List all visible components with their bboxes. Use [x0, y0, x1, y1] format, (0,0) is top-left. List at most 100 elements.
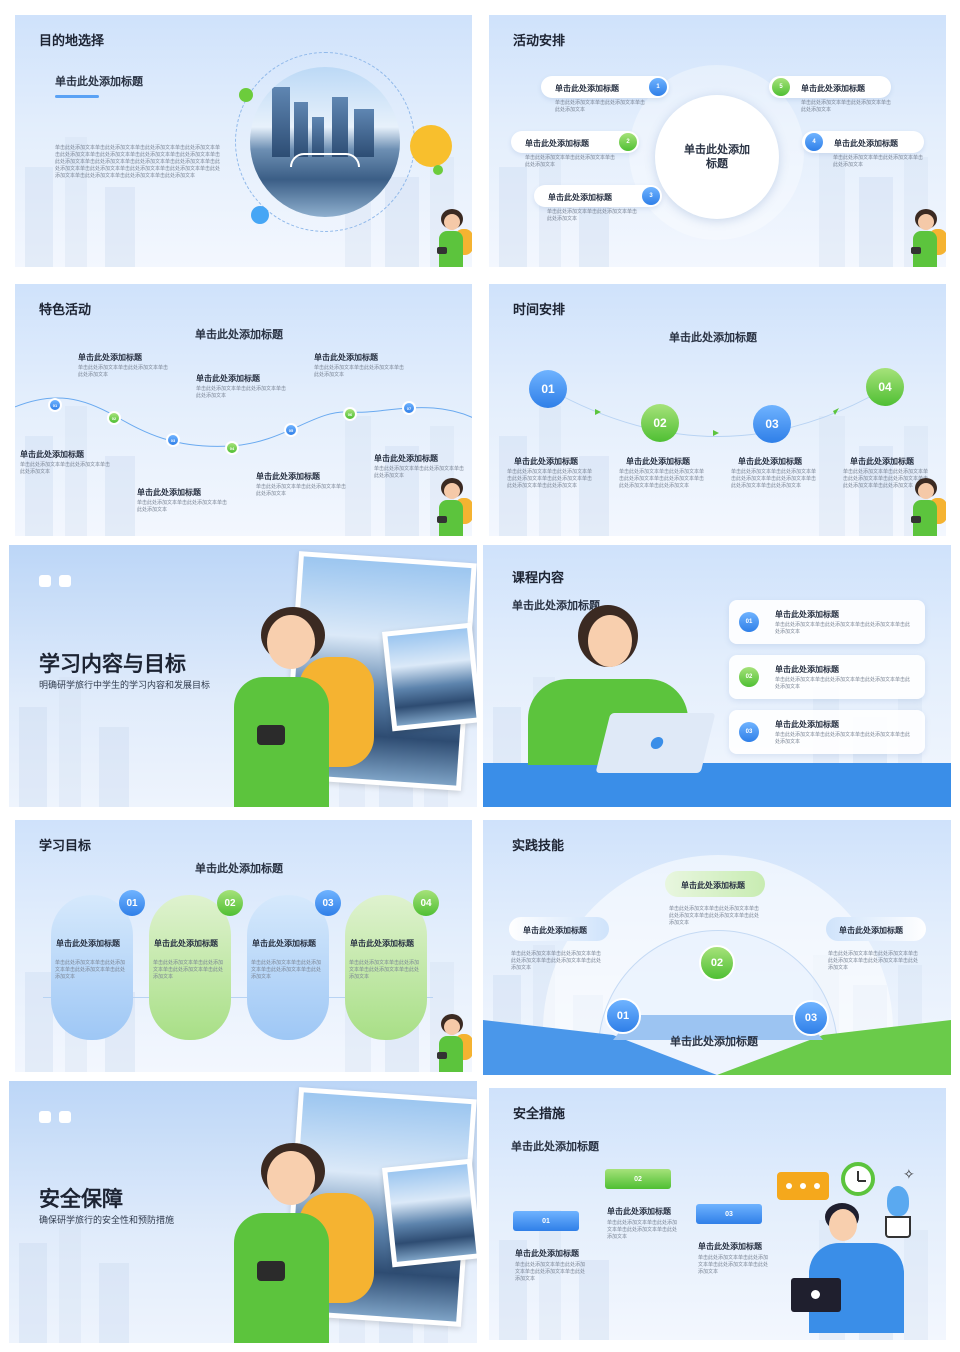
node-02: 02	[107, 411, 121, 425]
green-dot-small	[433, 165, 443, 175]
item-3-pill[interactable]: 单击此处添加标题	[534, 185, 662, 207]
course-card-1[interactable]: 01 单击此处添加标题 单击此处添加文本单击此处添加文本单击此处添加文本单击此处…	[729, 600, 925, 644]
goal-number-03: 03	[315, 890, 341, 916]
student-mascot	[907, 209, 946, 267]
deco-square	[39, 1111, 51, 1123]
slide-title: 实践技能	[512, 838, 565, 853]
clock-icon	[841, 1162, 875, 1196]
item-bottom-2-title: 单击此处添加标题	[137, 488, 201, 497]
slide-cover-safety[interactable]: 安全保障 确保研学旅行的安全性和预防措施	[9, 1081, 477, 1343]
skill-bottom-title: 单击此处添加标题	[670, 1036, 758, 1048]
skill-number-03: 03	[793, 1000, 829, 1036]
goal-3-text: 单击此处添加文本单击此处添加文本单击此处添加文本单击此处添加文本	[251, 960, 322, 980]
skill-top-text: 单击此处添加文本单击此处添加文本单击此处添加文本单击此处添加文本单击此处添加文本	[669, 906, 760, 926]
laptop-icon	[791, 1278, 841, 1312]
student-illustration	[219, 607, 379, 807]
slide-featured-activities[interactable]: 特色活动 单击此处添加标题 01 02 03 04 05 06 07 单击此处添…	[15, 284, 472, 536]
goal-number-04: 04	[413, 890, 439, 916]
heading-underline	[55, 95, 99, 98]
goal-4-text: 单击此处添加文本单击此处添加文本单击此处添加文本单击此处添加文本	[349, 960, 420, 980]
slide-title: 学习目标	[39, 838, 92, 853]
step-1-title: 单击此处添加标题	[514, 457, 578, 466]
student-mascot	[907, 478, 946, 536]
item-bottom-3-text: 单击此处添加文本单击此处添加文本单击此处添加文本	[256, 484, 347, 497]
goal-capsule-4[interactable]	[345, 895, 427, 1040]
item-4-text: 单击此处添加文本单击此处添加文本单击此处添加文本	[833, 155, 924, 168]
desk	[483, 763, 951, 807]
slide-learning-goals[interactable]: 学习目标 单击此处添加标题 01 02 03 04 单击此处添加标题 单击此处添…	[15, 820, 472, 1072]
blue-dot	[251, 206, 269, 224]
arc-path	[548, 388, 885, 437]
slide-course-content[interactable]: 课程内容 单击此处添加标题 01 单击此处添加标题 单击此处添加文本单击此处添加…	[483, 545, 951, 807]
item-3-number: 3	[642, 187, 660, 205]
slide-title: 目的地选择	[39, 33, 105, 48]
goal-capsule-2[interactable]	[149, 895, 231, 1040]
node-06: 06	[343, 407, 357, 421]
step-01: 01	[529, 370, 567, 408]
center-circle: 单击此处添加标题	[655, 95, 779, 219]
body-text: 单击此处添加文本单击此处添加文本单击此处添加文本单击此处添加文本单击此处添加文本…	[55, 145, 221, 179]
student-illustration	[219, 1143, 379, 1343]
skill-pill-top[interactable]	[665, 871, 765, 897]
item-bottom-3-title: 单击此处添加标题	[256, 472, 320, 481]
course-card-2[interactable]: 02 单击此处添加标题 单击此处添加文本单击此处添加文本单击此处添加文本单击此处…	[729, 655, 925, 699]
slide-time-schedule[interactable]: 时间安排 单击此处添加标题 01 02 03 04 单击此处添加标题 单击此处添…	[489, 284, 946, 536]
goal-2-text: 单击此处添加文本单击此处添加文本单击此处添加文本单击此处添加文本	[153, 960, 224, 980]
connector-line	[43, 997, 433, 998]
step-2-text: 单击此处添加文本单击此处添加文本单击此处添加文本单击此处添加文本单击此处添加文本…	[619, 469, 705, 489]
goal-1-title: 单击此处添加标题	[56, 939, 120, 948]
slide-heading: 单击此处添加标题	[669, 332, 757, 344]
sparkle-icon: ✧	[903, 1166, 915, 1182]
slide-cover-learning[interactable]: 学习内容与目标 明确研学旅行中学生的学习内容和发展目标	[9, 545, 477, 807]
item-5-number: 5	[772, 78, 790, 96]
measure-1-text: 单击此处添加文本单击此处添加文本单击此处添加文本单击此处添加文本	[515, 1262, 586, 1282]
skill-left-title: 单击此处添加标题	[523, 926, 587, 935]
deco-square	[39, 575, 51, 587]
chat-bubble-icon	[777, 1172, 829, 1200]
skill-number-01: 01	[605, 998, 641, 1034]
item-4-pill[interactable]: 单击此处添加标题	[802, 131, 924, 153]
cover-subtitle: 明确研学旅行中学生的学习内容和发展目标	[39, 680, 211, 690]
item-2-text: 单击此处添加文本单击此处添加文本单击此处添加文本	[525, 155, 616, 168]
step-04: 04	[866, 368, 904, 406]
goal-capsule-3[interactable]	[247, 895, 329, 1040]
measure-box-03: 03	[696, 1204, 762, 1224]
node-03: 03	[166, 433, 180, 447]
cover-title: 学习内容与目标	[39, 653, 186, 676]
node-01: 01	[48, 398, 62, 412]
center-title: 单击此处添加标题	[684, 144, 750, 170]
slide-practical-skills[interactable]: 实践技能 单击此处添加标题 单击此处添加文本单击此处添加文本单击此处添加文本单击…	[483, 820, 951, 1075]
goal-capsule-1[interactable]	[51, 895, 133, 1040]
measure-1-title: 单击此处添加标题	[515, 1249, 579, 1258]
item-top-3-text: 单击此处添加文本单击此处添加文本单击此处添加文本	[314, 365, 405, 378]
skill-right-text: 单击此处添加文本单击此处添加文本单击此处添加文本单击此处添加文本单击此处添加文本	[828, 951, 919, 971]
city-photo	[250, 67, 400, 217]
item-2-pill[interactable]: 单击此处添加标题	[511, 131, 639, 153]
step-1-text: 单击此处添加文本单击此处添加文本单击此处添加文本单击此处添加文本单击此处添加文本…	[507, 469, 593, 489]
item-1-text: 单击此处添加文本单击此处添加文本单击此处添加文本	[555, 100, 646, 113]
slide-destination[interactable]: 目的地选择 单击此处添加标题 单击此处添加文本单击此处添加文本单击此处添加文本单…	[15, 15, 472, 267]
item-bottom-4-text: 单击此处添加文本单击此处添加文本单击此处添加文本	[374, 466, 465, 479]
skyline-bg	[489, 396, 946, 536]
deco-square	[59, 575, 71, 587]
plant-icon	[881, 1186, 915, 1242]
slide-activity-schedule[interactable]: 活动安排 单击此处添加标题 单击此处添加标题 1 单击此处添加文本单击此处添加文…	[489, 15, 946, 267]
slide-title: 活动安排	[513, 33, 566, 48]
slide-heading: 单击此处添加标题	[195, 863, 283, 875]
goal-4-title: 单击此处添加标题	[350, 939, 414, 948]
slide-heading: 单击此处添加标题	[512, 600, 600, 612]
orange-dot	[410, 125, 452, 167]
skill-pill-right[interactable]	[826, 917, 926, 941]
course-card-3[interactable]: 03 单击此处添加标题 单击此处添加文本单击此处添加文本单击此处添加文本单击此处…	[729, 710, 925, 754]
item-top-1-text: 单击此处添加文本单击此处添加文本单击此处添加文本	[78, 365, 169, 378]
slide-title: 特色活动	[39, 302, 92, 317]
item-bottom-2-text: 单击此处添加文本单击此处添加文本单击此处添加文本	[137, 500, 228, 513]
item-5-pill[interactable]: 单击此处添加标题	[769, 76, 891, 98]
skill-pill-left[interactable]	[509, 917, 609, 941]
step-03: 03	[753, 405, 791, 443]
item-1-pill[interactable]: 单击此处添加标题	[541, 76, 669, 98]
step-4-title: 单击此处添加标题	[850, 457, 914, 466]
step-4-text: 单击此处添加文本单击此处添加文本单击此处添加文本单击此处添加文本单击此处添加文本…	[843, 469, 929, 489]
item-5-text: 单击此处添加文本单击此处添加文本单击此处添加文本	[801, 100, 892, 113]
slide-safety-measures[interactable]: 安全措施 单击此处添加标题 01 单击此处添加标题 单击此处添加文本单击此处添加…	[489, 1088, 946, 1340]
